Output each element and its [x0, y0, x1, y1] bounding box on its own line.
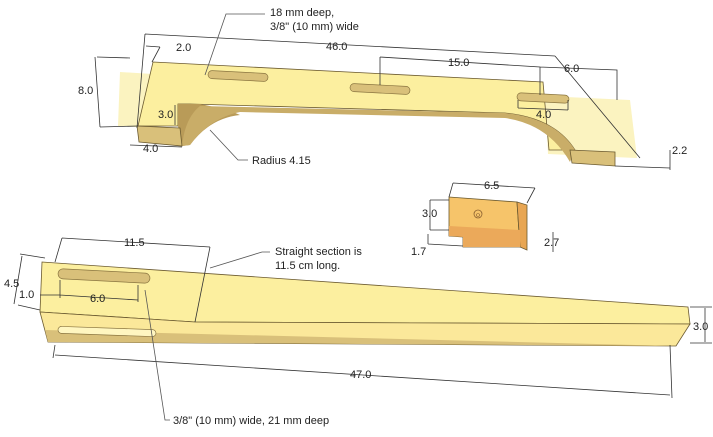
stick-dim-straight: 11.5	[124, 237, 145, 249]
dim-overall: 46.0	[326, 41, 347, 53]
block-dim-step: 1.7	[411, 246, 426, 258]
stick-top-face	[39, 261, 691, 325]
note-straight-line1: Straight section is	[275, 246, 362, 258]
dim-slot-end: 6.0	[564, 63, 579, 75]
hole-icon	[473, 209, 483, 219]
dim-cut-depth: 3.0	[158, 109, 173, 121]
hole-inner-icon	[476, 213, 480, 217]
stick-dim-slot-length: 6.0	[90, 293, 105, 305]
left-foot-front	[136, 125, 183, 147]
dim-thickness: 2.2	[672, 145, 687, 157]
stick-dim-slot-offset: 1.0	[19, 289, 34, 301]
block-dim-height: 3.0	[422, 208, 437, 220]
note-straight-line2: 11.5 cm long.	[275, 260, 340, 272]
dim-foot: 4.0	[143, 143, 158, 155]
note-radius: Radius 4.15	[252, 155, 311, 167]
dim-slot-spacing: 15.0	[448, 57, 469, 69]
stick-piece: 11.5 Straight section is 11.5 cm long. 4…	[4, 237, 712, 427]
stick-bottom-shade	[45, 330, 676, 346]
block-dim-depth: 2.7	[544, 237, 559, 249]
note-stick-slot: 3/8" (10 mm) wide, 21 mm deep	[173, 415, 329, 427]
stick-dim-length: 47.0	[350, 369, 371, 381]
top-piece: 18 mm deep, 3/8" (10 mm) wide 46.0 2.0 8…	[78, 7, 687, 170]
dim-height: 8.0	[78, 85, 93, 97]
block-lower-face	[449, 226, 520, 247]
arch-curve	[182, 106, 575, 162]
dim-slot-length: 4.0	[536, 109, 551, 121]
note-slot-line2: 3/8" (10 mm) wide	[270, 21, 359, 33]
slot-2	[349, 83, 411, 95]
note-slot-line1: 18 mm deep,	[270, 7, 334, 19]
right-foot-front	[569, 149, 616, 167]
stick-dim-height: 4.5	[4, 278, 19, 290]
stick-dim-end-height: 3.0	[693, 321, 708, 333]
dim-end-offset: 2.0	[176, 42, 191, 54]
slot-1	[207, 70, 269, 82]
block-dim-width: 6.5	[484, 180, 499, 192]
stick-top-slot	[57, 268, 151, 284]
stick-side-slot	[57, 326, 157, 337]
block-piece: 6.5 3.0 1.7 2.7	[411, 180, 559, 258]
slot-3	[516, 92, 570, 104]
